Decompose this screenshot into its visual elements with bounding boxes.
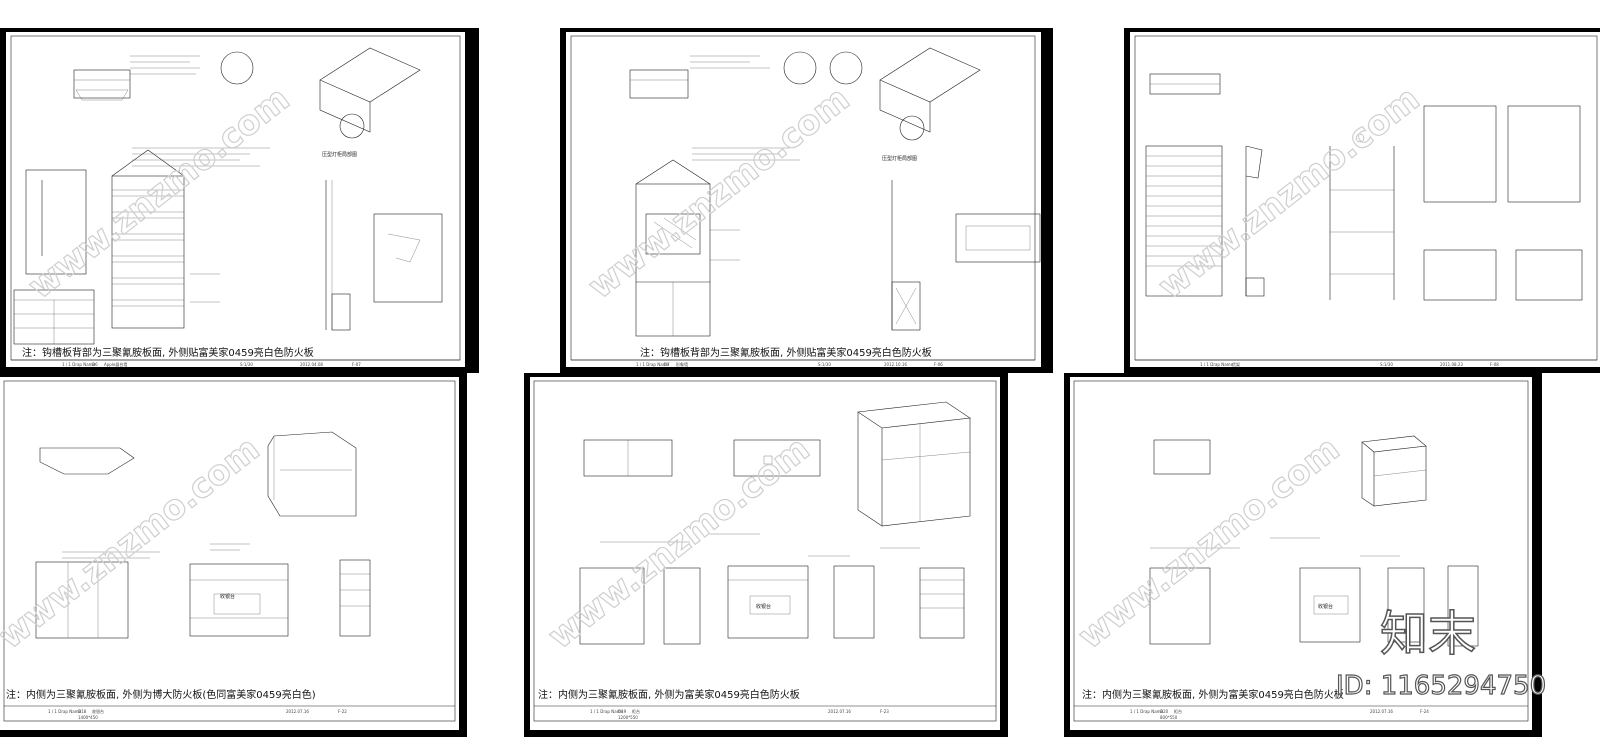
sheet-5-note: 注：内侧为三聚氰胺板面, 外侧为富美家0459亮白色防火板 [538,688,800,701]
sheet-6-note: 注：内侧为三聚氰胺板面, 外侧为富美家0459亮白色防火板 [1082,688,1344,701]
sheet-1: 压型灯柜局部图 注：钩槽板背部为三聚氰胺板面, 外侧贴富美家0459亮白色防火板… [0,28,479,373]
sheet-5-tb-1: D19 [618,709,627,714]
sheet-4-note: 注：内侧为三聚氰胺板面, 外侧为博大防火板(色同富美家0459亮白色) [6,688,316,701]
sheet-6-tb-0: 1 / 1 Drap Name [1130,709,1164,714]
sheet-4-tb-2: 收银台 [92,708,104,714]
sheet-3-tb-0: 1 / 1 Drap Name [1200,362,1234,367]
sheet-6-tb-2: 柜台 [1174,708,1182,714]
sheet-3-tb-4: F-08 [1490,362,1499,367]
sheet-4-tb-0: 1 / 1 Drap Name [48,709,82,714]
sheet-6-caption: 收银台 [1318,603,1333,610]
sheet-2-tb-4: 2012.10.16 [884,362,907,367]
sheet-5-tb-4: 2012.07.16 [828,709,851,714]
sheet-4-tb-5: F-22 [338,709,347,714]
sheet-5-tb-2: 柜台 [632,708,640,714]
sheet-2-tb-0: 1 / 1 Drap Name [636,362,670,367]
sheet-2-caption: 压型灯柜局部图 [882,155,917,162]
sheet-3-tb-2: S:1/30 [1380,362,1393,367]
sheet-4: 收银台 注：内侧为三聚氰胺板面, 外侧为博大防火板(色同富美家0459亮白色) … [0,373,467,737]
sheet-5-tb-5: F-23 [880,709,889,714]
sheet-4-caption: 收银台 [220,593,235,600]
brand-logo-text: 知末 [1380,606,1476,662]
sheet-4-tb-4: 2012.07.16 [286,709,309,714]
sheet-1-note: 注：钩槽板背部为三聚氰胺板面, 外侧贴富美家0459亮白色防火板 [22,346,314,359]
sheet-3-tb-3: 2011.08.23 [1440,362,1463,367]
sheet-6-tb-1: D20 [1160,709,1169,714]
sheet-1-tb-4: 2012.04.08 [300,362,323,367]
sheet-1-caption: 压型灯柜局部图 [322,151,357,158]
sheet-4-tb-1: D18 [78,709,87,714]
sheet-6-tb-4: 2012.07.16 [1370,709,1393,714]
sheet-2-tb-3: S:1/30 [818,362,831,367]
sheet-1-tb-1: D6 [92,362,98,367]
sheet-6-tb-5: F-24 [1420,709,1429,714]
sheet-1-tb-0: 1 / 1 Drap Name [62,362,96,367]
sheet-4-tb-3: 1400*450 [78,715,98,720]
sheet-1-tb-2: Apple展台墙 [104,361,127,367]
sheet-5: 收银台 注：内侧为三聚氰胺板面, 外侧为富美家0459亮白色防火板 1 / 1 … [524,373,1008,737]
sheet-1-tb-3: S:1/30 [240,362,253,367]
sheet-5-caption: 收银台 [756,603,771,610]
sheet-1-tb-5: F-07 [352,362,361,367]
image-id-label: ID: 1165294750 [1336,671,1546,701]
sheet-6: 收银台 注：内侧为三聚氰胺板面, 外侧为富美家0459亮白色防火板 1 / 1 … [1064,373,1542,737]
sheet-5-tb-3: 1200*550 [618,715,638,720]
sheet-5-tb-0: 1 / 1 Drap Name [590,709,624,714]
sheet-2-note: 注：钩槽板背部为三聚氰胺板面, 外侧贴富美家0459亮白色防火板 [640,346,932,359]
sheet-3-tb-1: 货架 [1232,361,1240,367]
sheet-2-tb-5: F-06 [934,362,943,367]
sheet-6-tb-3: 800*550 [1160,715,1178,720]
sheet-2: 压型灯柜局部图 注：钩槽板背部为三聚氰胺板面, 外侧贴富美家0459亮白色防火板… [560,28,1053,373]
sheet-2-tb-1: D7 [664,362,670,367]
sheet-2-tb-2: 形象墙 [676,361,688,367]
sheet-3: 1 / 1 Drap Name 货架 S:1/30 2011.08.23 F-0… [1124,28,1600,373]
